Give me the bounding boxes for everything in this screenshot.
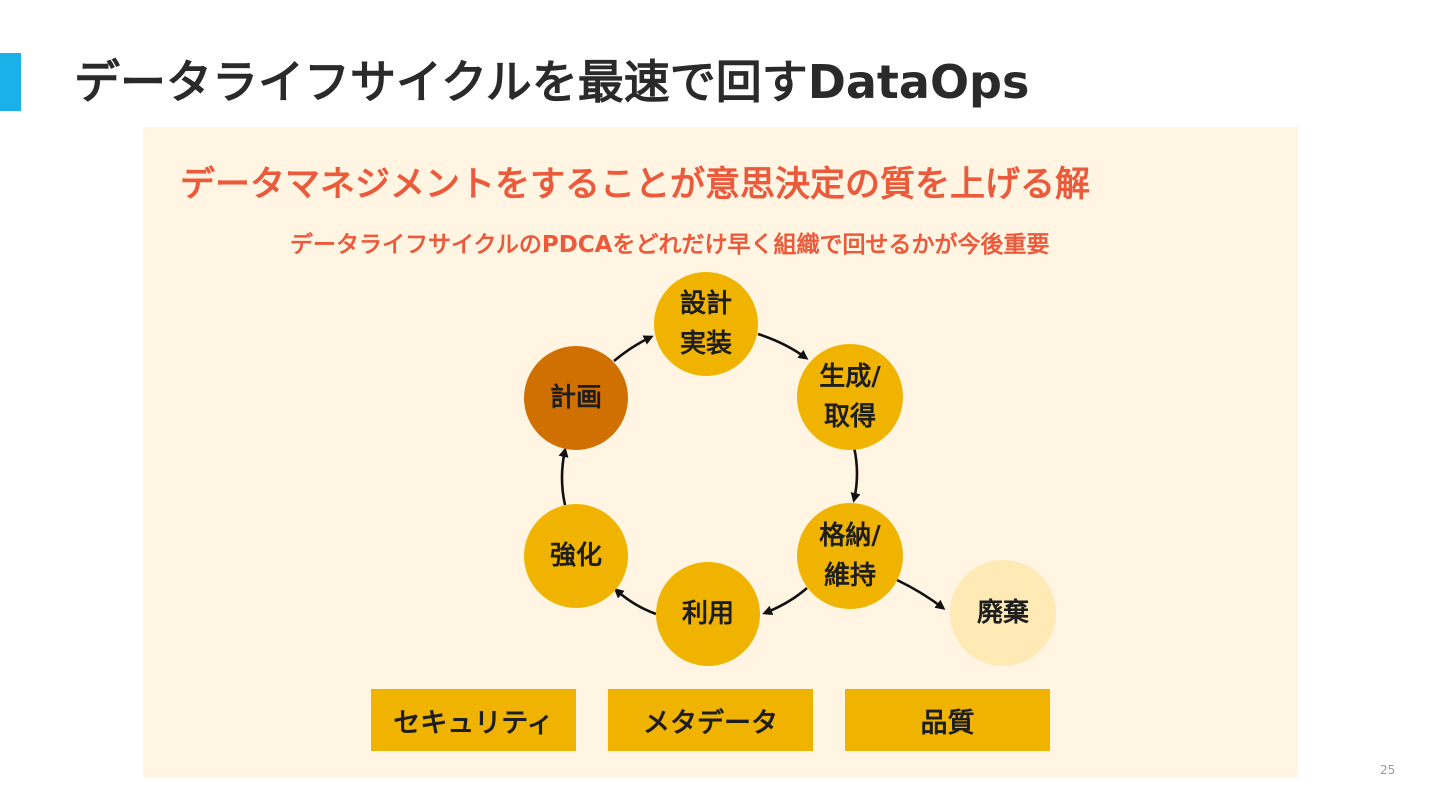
arrow-enhance-to-plan [558, 447, 569, 506]
cycle-node-dispose: 廃棄 [950, 560, 1056, 666]
cycle-node-store-label: 格納/ 維持 [819, 520, 881, 591]
pillar-security: セキュリティ [371, 689, 576, 751]
pillar-quality-label: 品質 [920, 707, 975, 739]
cycle-node-use-label: 利用 [681, 598, 734, 629]
cycle-node-dispose-label: 廃棄 [976, 597, 1029, 628]
pillar-metadata-label: メタデータ [643, 707, 778, 739]
cycle-node-acquire: 生成/ 取得 [797, 344, 903, 450]
arrow-store-to-dispose [896, 578, 946, 610]
cycle-node-enhance: 強化 [524, 504, 628, 608]
content-panel [143, 127, 1298, 777]
pillar-metadata: メタデータ [608, 689, 813, 751]
title-accent-bar [0, 53, 21, 111]
arrow-acquire-to-store [850, 446, 861, 503]
slide-title: データライフサイクルを最速で回すDataOps [74, 55, 1030, 109]
cycle-node-plan: 計画 [524, 346, 628, 450]
panel-subheadline: データライフサイクルのPDCAをどれだけ早く組織で回せるかが今後重要 [290, 232, 1050, 258]
arrow-design-to-acquire [757, 332, 809, 360]
cycle-node-acquire-label: 生成/ 取得 [819, 361, 881, 432]
panel-headline: データマネジメントをすることが意思決定の質を上げる解 [180, 165, 1091, 205]
arrow-use-to-enhance [613, 588, 657, 616]
cycle-node-enhance-label: 強化 [549, 540, 602, 571]
cycle-node-use: 利用 [656, 562, 760, 666]
page-number: 25 [1380, 763, 1396, 777]
cycle-node-design-label: 設計 実装 [679, 288, 732, 359]
arrow-store-to-use [762, 587, 808, 616]
pillar-security-label: セキュリティ [393, 707, 554, 739]
cycle-node-plan-label: 計画 [549, 382, 602, 413]
arrow-plan-to-design [613, 335, 654, 362]
pillar-quality: 品質 [845, 689, 1050, 751]
cycle-node-design: 設計 実装 [654, 272, 758, 376]
cycle-node-store: 格納/ 維持 [797, 503, 903, 609]
